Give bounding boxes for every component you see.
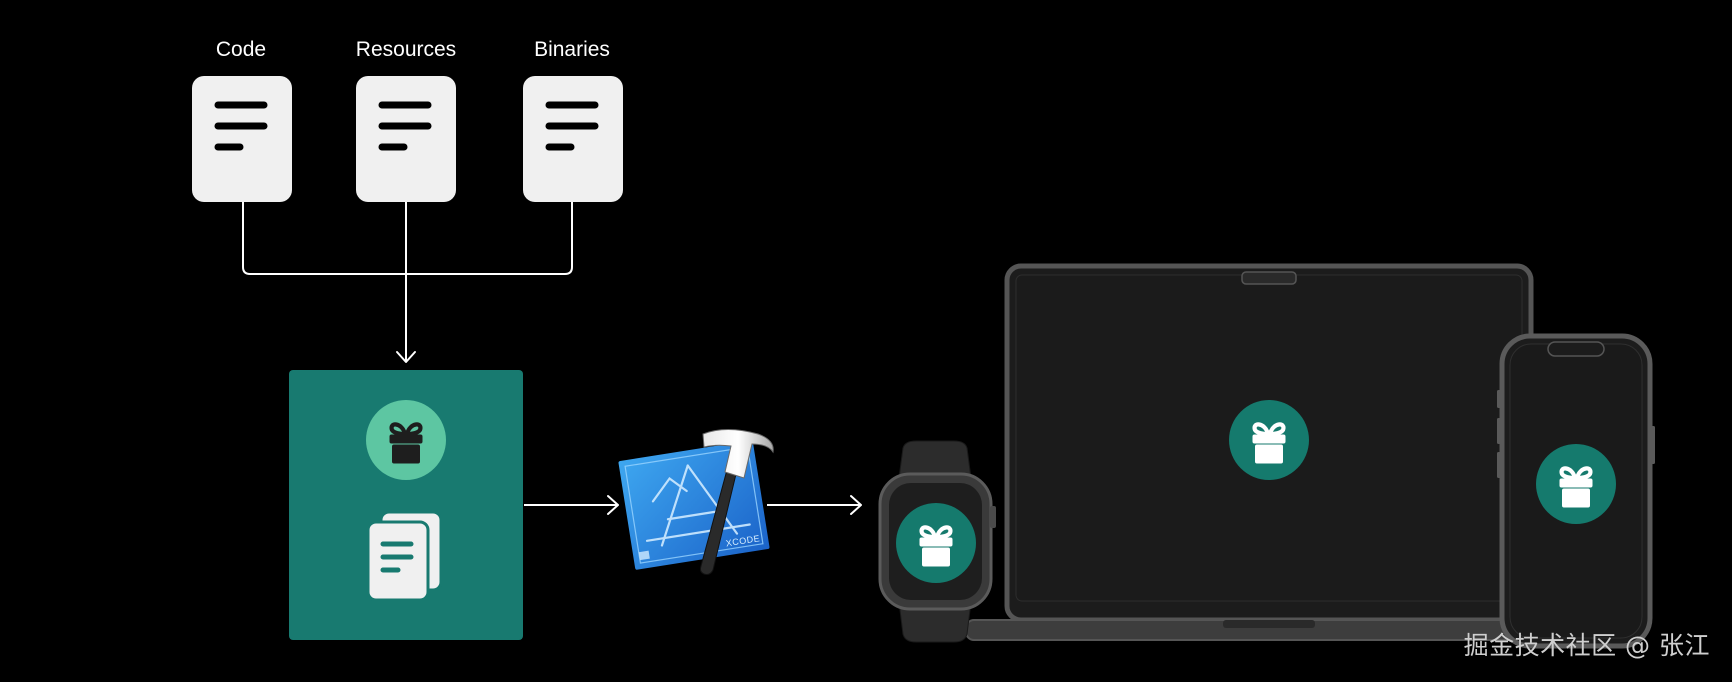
resources-document <box>356 76 456 202</box>
document-lines-icon <box>214 101 268 151</box>
phone-device <box>1497 333 1655 649</box>
phone-notch <box>1547 341 1605 357</box>
arrow-head-down <box>396 351 416 363</box>
document-lines-icon <box>545 101 599 151</box>
documents-icon <box>366 510 443 602</box>
watch-band-bottom <box>898 601 972 643</box>
watch-crown <box>990 506 996 528</box>
watch-band-top <box>898 440 972 479</box>
xcode-icon: XCODE <box>618 429 774 575</box>
input-label-binaries: Binaries <box>534 38 610 61</box>
arrow-head-right <box>607 495 619 515</box>
watermark: 掘金技术社区 @ 张江 <box>1463 631 1710 660</box>
hammer-icon <box>699 429 774 575</box>
code-document <box>192 76 292 202</box>
package-box <box>289 370 523 640</box>
binaries-document <box>523 76 623 202</box>
input-label-resources: Resources <box>356 38 456 61</box>
document-lines-icon <box>378 101 432 151</box>
laptop-device <box>965 263 1573 641</box>
arrow-head-right <box>850 495 862 515</box>
watch-device <box>878 440 996 643</box>
laptop-notch <box>1241 271 1297 285</box>
input-label-code: Code <box>216 38 266 61</box>
merge-connector <box>242 202 573 275</box>
